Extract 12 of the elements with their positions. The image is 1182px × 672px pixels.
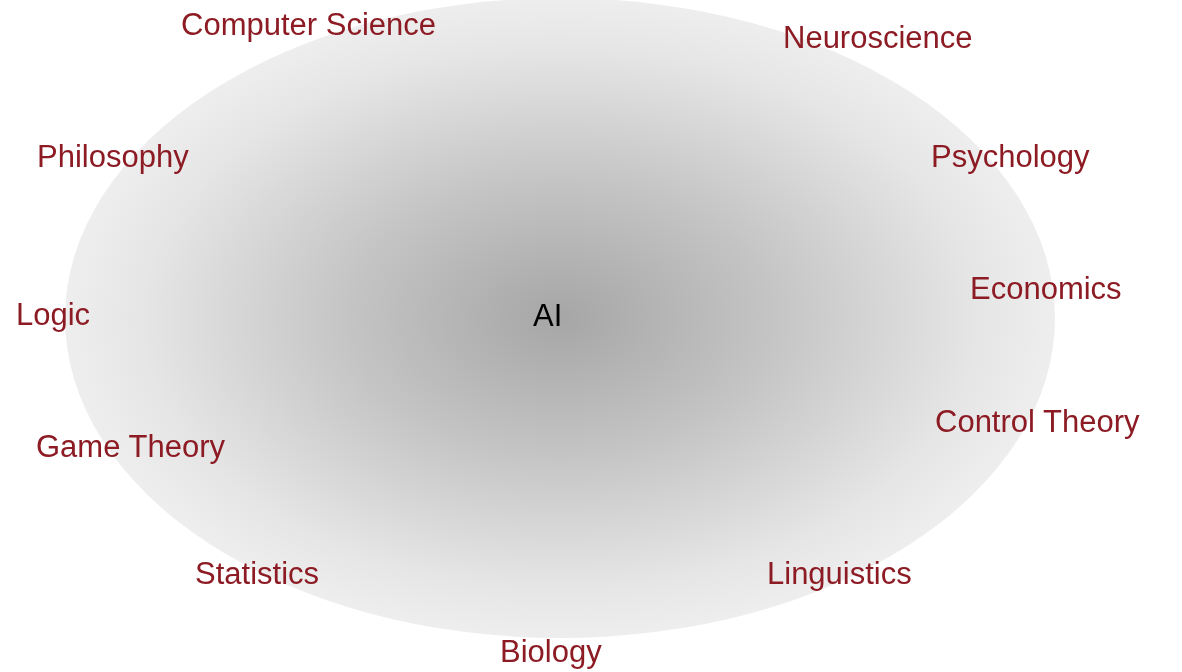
field-label: Neuroscience — [783, 20, 973, 56]
field-label: Control Theory — [935, 404, 1140, 440]
field-label: Philosophy — [37, 139, 189, 175]
field-label: Statistics — [195, 556, 320, 592]
field-label: Biology — [500, 634, 602, 670]
field-label: Economics — [970, 271, 1122, 307]
field-label: Logic — [16, 297, 91, 333]
field-label: Computer Science — [181, 7, 436, 43]
field-label: Game Theory — [36, 429, 225, 465]
field-label: Linguistics — [767, 556, 912, 592]
center-label: AI — [533, 298, 563, 334]
field-label: Psychology — [931, 139, 1090, 175]
